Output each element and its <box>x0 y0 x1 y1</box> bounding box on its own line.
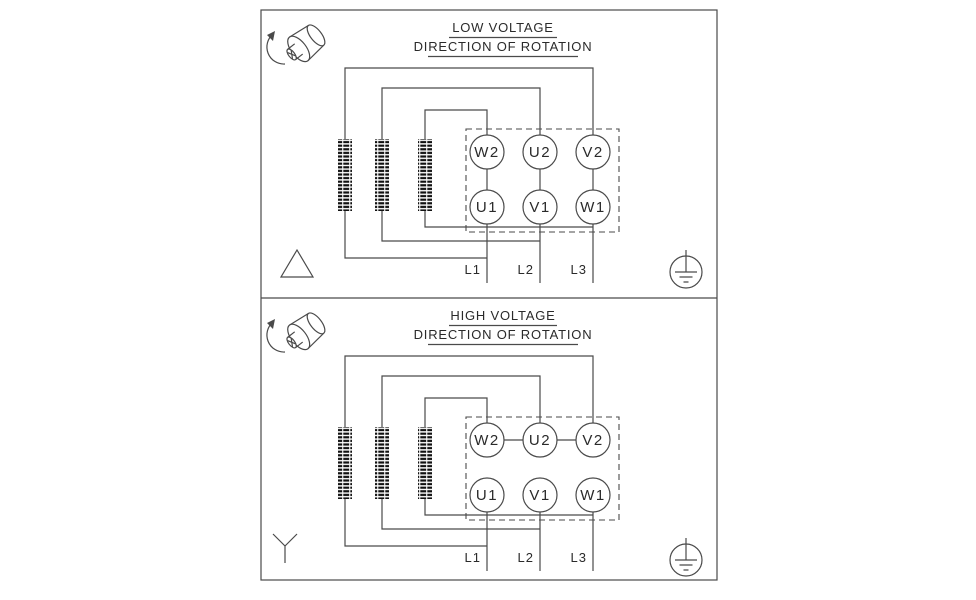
terminal-circle <box>575 189 611 225</box>
wire-loop-middle <box>381 87 541 242</box>
terminal-circle <box>575 134 611 170</box>
terminal-circle <box>575 422 611 458</box>
ground-icon <box>669 250 703 289</box>
shaft-cross-icon <box>287 49 297 59</box>
terminal-label: V2 <box>582 432 603 449</box>
terminal-label: W1 <box>580 199 606 216</box>
terminal-board-outline <box>465 128 620 233</box>
terminal-circle <box>469 134 505 170</box>
motor-rotation-icon <box>266 312 326 353</box>
terminal-label: V1 <box>529 199 550 216</box>
panel-title: HIGH VOLTAGE <box>450 308 555 323</box>
wire-loop-outer <box>344 355 594 547</box>
winding-coil <box>338 427 352 499</box>
wire-loop-inner <box>424 397 593 516</box>
wye-symbol-icon <box>272 533 298 563</box>
delta-jumper-links <box>486 169 594 190</box>
lead-label: L1 <box>465 550 481 565</box>
diagram-border <box>260 9 718 581</box>
terminal-board-outline <box>465 416 620 521</box>
lead-label: L1 <box>465 262 481 277</box>
terminal-circle <box>522 422 558 458</box>
panel-subtitle: DIRECTION OF ROTATION <box>414 39 593 54</box>
terminal-label: V1 <box>529 487 550 504</box>
winding-coil <box>418 139 432 211</box>
winding-coils <box>338 139 432 211</box>
terminal-circle <box>575 477 611 513</box>
terminal-label: U1 <box>476 199 498 216</box>
rotation-arrow <box>266 33 286 65</box>
wire-loop-outer <box>344 67 594 259</box>
panel-title: LOW VOLTAGE <box>452 20 554 35</box>
terminal-label: W2 <box>474 432 500 449</box>
terminal-circle <box>469 477 505 513</box>
winding-coil <box>375 139 389 211</box>
rotation-arrowhead <box>267 319 275 329</box>
rotation-arrowhead <box>267 31 275 41</box>
wire-loop-middle <box>381 375 541 530</box>
winding-coil <box>338 139 352 211</box>
terminal-label: W2 <box>474 144 500 161</box>
wiring-lines <box>344 355 594 571</box>
terminal-circle <box>522 189 558 225</box>
terminal-label: U1 <box>476 487 498 504</box>
supply-lead-lines <box>486 512 594 571</box>
motor-rotation-icon <box>266 24 326 65</box>
lead-label: L3 <box>571 550 587 565</box>
ground-icon <box>669 538 703 577</box>
panel-low-voltage: LOW VOLTAGE DIRECTION OF ROTATION <box>266 20 703 289</box>
lead-label: L2 <box>518 262 534 277</box>
lead-label: L3 <box>571 262 587 277</box>
terminal-label: W1 <box>580 487 606 504</box>
winding-coil <box>418 427 432 499</box>
terminal-label: V2 <box>582 144 603 161</box>
terminal-circle <box>469 422 505 458</box>
supply-lead-lines <box>486 224 594 283</box>
terminal-circle <box>522 134 558 170</box>
terminal-circle <box>522 477 558 513</box>
rotation-arrow <box>266 321 286 353</box>
panel-high-voltage: HIGH VOLTAGE DIRECTION OF ROTATION <box>266 308 703 577</box>
terminal-circle <box>469 189 505 225</box>
delta-symbol-icon <box>279 248 315 278</box>
supply-leads: L1 L2 L3 <box>465 550 587 565</box>
shaft-cross-icon <box>287 337 297 347</box>
winding-coil <box>375 427 389 499</box>
wiring-lines <box>344 67 594 283</box>
panel-subtitle: DIRECTION OF ROTATION <box>414 327 593 342</box>
supply-leads: L1 L2 L3 <box>465 262 587 277</box>
terminal-label: U2 <box>529 432 551 449</box>
lead-label: L2 <box>518 550 534 565</box>
terminals: W2 U2 V2 U1 V1 W1 <box>469 422 611 513</box>
terminal-label: U2 <box>529 144 551 161</box>
winding-coils <box>338 427 432 499</box>
terminals: W2 U2 V2 U1 V1 W1 <box>469 134 611 225</box>
wire-loop-inner <box>424 109 593 228</box>
